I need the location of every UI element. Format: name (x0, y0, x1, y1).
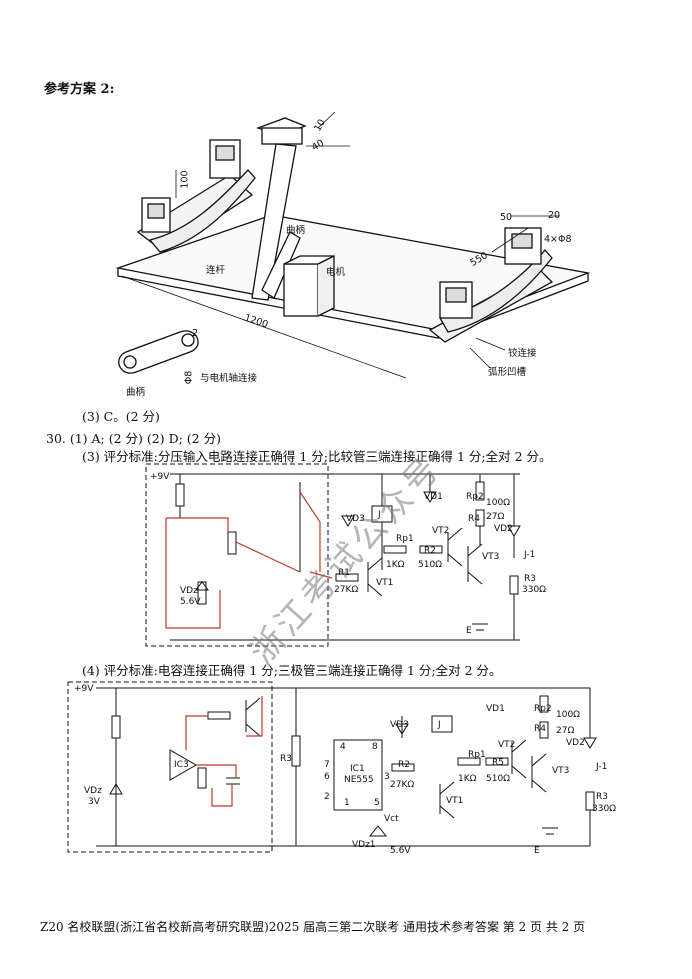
c2-r3: R3 (280, 754, 292, 764)
c2-r5: R5 (492, 758, 504, 768)
page-footer: Z20 名校联盟(浙江省名校新高考研究联盟)2025 届高三第二次联考 通用技术… (40, 920, 586, 934)
c1-r27: 27Ω (486, 512, 505, 522)
c1-r4: R4 (468, 514, 480, 524)
c2-pin3: 3 (384, 772, 390, 782)
c1-vt3: VT3 (482, 552, 500, 562)
mechanism-drawing (115, 111, 591, 379)
c2-vdz-val: 3V (88, 797, 100, 807)
crank-detail-label: 曲柄 (126, 387, 146, 398)
shaft-connection-label: 与电机轴连接 (200, 373, 258, 384)
c2-vd1: VD1 (486, 704, 505, 714)
circuit-diagram-2 (67, 681, 597, 853)
c1-battery-e: E (466, 626, 472, 636)
c2-r-last-val: 330Ω (592, 804, 617, 814)
c2-vdz: VDz (84, 786, 102, 796)
c1-vt1: VT1 (376, 578, 394, 588)
c1-r1-val: 27KΩ (334, 585, 359, 595)
c2-rp1: Rp1 (468, 750, 486, 760)
c1-vdz-val: 5.6V (180, 597, 201, 607)
c2-r2-val: 27KΩ (390, 780, 415, 790)
answer-29-3: (3) C。(2 分) (82, 409, 160, 424)
c1-vt2: VT2 (432, 526, 450, 536)
c1-j1: J-1 (524, 550, 536, 560)
dim-2-label: 2 (192, 328, 199, 339)
c1-vd2: VD2 (494, 524, 513, 534)
c2-vt1: VT1 (446, 796, 464, 806)
motor-label: 电机 (326, 267, 346, 278)
c1-rp1: Rp1 (396, 534, 414, 544)
c2-pin1: 1 (344, 798, 350, 808)
answer-30-4: (4) 评分标准:电容连接正确得 1 分;三极管三端连接正确得 1 分;全对 2… (82, 663, 502, 678)
c2-battery-e: E (534, 846, 540, 856)
c2-relay-j: J (438, 720, 441, 730)
c2-vt3: VT3 (552, 766, 570, 776)
dim-20-label: 20 (548, 210, 561, 221)
c1-r100: 100Ω (486, 498, 511, 508)
groove-label: 弧形凹槽 (488, 367, 527, 378)
dim-hole-label: 4×Φ8 (544, 234, 572, 245)
c2-r-last: R3 (596, 792, 608, 802)
c1-r1: R1 (338, 568, 350, 578)
dim-50-label: 50 (500, 212, 513, 223)
c2-j1: J-1 (596, 762, 608, 772)
c2-r2: R2 (398, 760, 410, 770)
c2-vd2: VD2 (566, 738, 585, 748)
c2-vcc: +9V (74, 684, 94, 694)
c2-vdz1-val: 5.6V (390, 846, 411, 856)
c1-relay-j: J (378, 510, 381, 520)
c2-pin7: 7 (324, 760, 330, 770)
c1-r2-val: 510Ω (418, 560, 443, 570)
c1-rp2: Rp2 (466, 492, 484, 502)
dim-100-label: 100 (179, 170, 191, 189)
c2-rp1-val: 1KΩ (458, 774, 477, 784)
c1-vd3: VD3 (346, 514, 365, 524)
c2-r5-val: 510Ω (486, 774, 511, 784)
c1-r3: R3 (524, 574, 536, 584)
c2-ne555: NE555 (344, 775, 374, 785)
c1-r2: R2 (424, 546, 436, 556)
c1-vd1: VD1 (424, 492, 443, 502)
c2-ic1: IC1 (350, 764, 365, 774)
c2-vct: Vct (384, 814, 399, 824)
section-heading: 参考方案 2: (44, 82, 115, 97)
circuit-diagram-1 (145, 463, 521, 647)
c2-r4: R4 (534, 724, 546, 734)
dim-phi8-label: Φ8 (183, 370, 195, 385)
c2-ic3: IC3 (174, 760, 189, 770)
c1-rp1-val: 1KΩ (386, 560, 405, 570)
crank-label: 曲柄 (286, 225, 306, 236)
c2-pin8: 8 (372, 742, 378, 752)
c1-vdz: VDz (180, 586, 198, 596)
c2-pin6: 6 (324, 772, 330, 782)
c2-vdz1: VDz1 (352, 840, 376, 850)
answer-30-line1: 30. (1) A; (2 分) (2) D; (2 分) (46, 431, 221, 446)
hinge-label: 铰连接 (508, 348, 537, 359)
c1-r3-val: 330Ω (522, 585, 547, 595)
c2-vt2: VT2 (498, 740, 516, 750)
link-label: 连杆 (206, 265, 226, 276)
c2-pin4: 4 (340, 742, 346, 752)
c2-rp2: Rp2 (534, 704, 552, 714)
c2-pin2: 2 (324, 792, 330, 802)
c1-vcc: +9V (150, 472, 170, 482)
c2-pin5: 5 (374, 798, 380, 808)
c2-r100: 100Ω (556, 710, 581, 720)
answer-30-3: (3) 评分标准:分压输入电路连接正确得 1 分;比较管三端连接正确得 1 分;… (82, 449, 552, 464)
c2-vd3: VD3 (390, 720, 409, 730)
c2-r27: 27Ω (556, 726, 575, 736)
